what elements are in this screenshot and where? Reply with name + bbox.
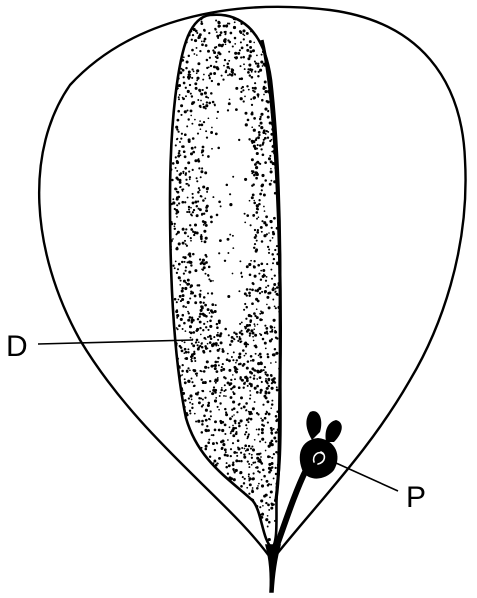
label-d: D — [6, 330, 28, 363]
stippled-body — [167, 13, 286, 556]
stem — [266, 545, 280, 592]
d-leader-line — [38, 340, 193, 344]
p-leader-line — [336, 463, 398, 491]
label-p: P — [406, 481, 426, 514]
small-dark-structure — [276, 411, 342, 548]
